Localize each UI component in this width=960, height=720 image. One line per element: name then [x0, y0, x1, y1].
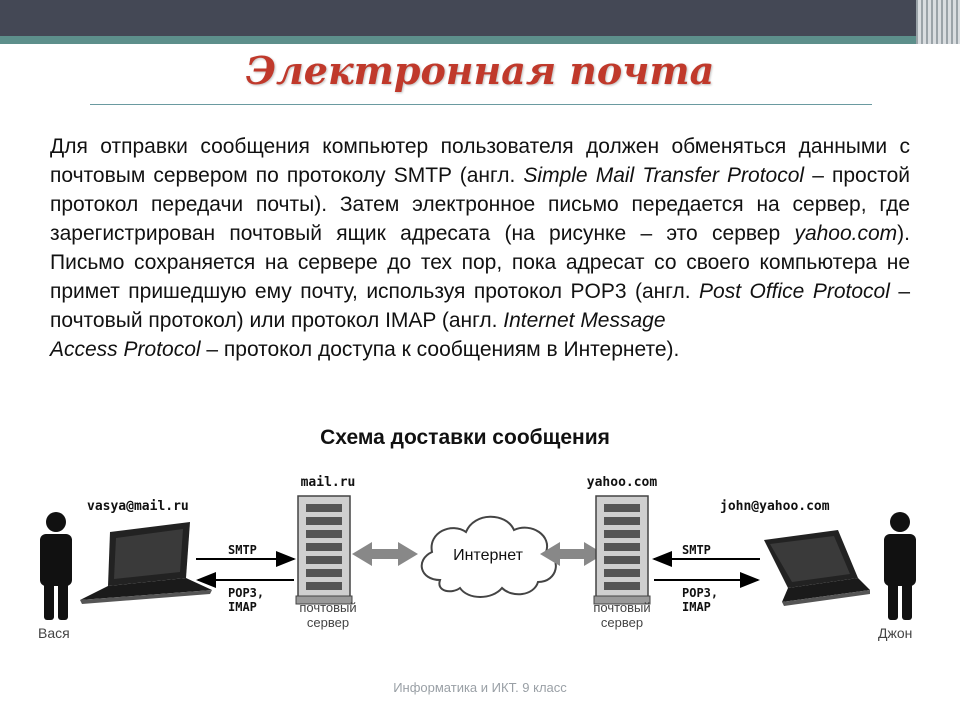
recipient-name: Джон: [878, 625, 912, 641]
sender-server-name: mail.ru: [301, 475, 356, 490]
paragraph-part-1: Для отправки сообщения компьютер пользов…: [50, 135, 910, 187]
imap-full-name-1: Internet Message: [503, 309, 666, 332]
imap-full-name-2: Access Protocol: [50, 338, 201, 361]
sender-server-label-1: почтовый: [299, 600, 356, 615]
recipient-server-name: yahoo.com: [587, 475, 658, 490]
paragraph-part-4: – почтовый протокол) или протокол IMAP (…: [50, 280, 910, 332]
imap-label-recipient: IMAP: [682, 600, 711, 614]
body-paragraph: Для отправки сообщения компьютер пользов…: [50, 132, 910, 364]
server-icon-recipient: [593, 495, 651, 605]
diagram-title: Схема доставки сообщения: [320, 426, 610, 449]
paragraph-part-3: ). Письмо сохраняется на сервере до тех …: [50, 222, 910, 303]
internet-label: Интернет: [453, 547, 523, 564]
paragraph-part-2: – простой протокол передачи почты). Зате…: [50, 164, 910, 245]
mail-delivery-diagram: Вася vasya@mail.ru SMTP POP3, IMAP mail.…: [38, 475, 916, 641]
laptop-icon-sender: [80, 522, 212, 604]
person-icon-recipient: [884, 512, 916, 620]
slide-footer: Информатика и ИКТ. 9 класс: [393, 680, 567, 695]
slide-top-bar: [0, 0, 960, 36]
network-arrow-left: [352, 542, 418, 566]
pop3-label-sender: POP3,: [228, 586, 264, 600]
server-icon-sender: [295, 495, 353, 605]
title-underline: [90, 104, 872, 105]
smtp-full-name: Simple Mail Transfer Protocol: [523, 164, 805, 187]
sender-server-label-2: сервер: [307, 615, 349, 630]
recipient-server-label-2: сервер: [601, 615, 643, 630]
network-arrow-right: [540, 542, 604, 566]
slide-top-accent: [0, 36, 960, 44]
recipient-server-label-1: почтовый: [593, 600, 650, 615]
paragraph-part-5: – протокол доступа к сообщениям в Интерн…: [200, 338, 680, 361]
yahoo-server-name: yahoo.com: [794, 222, 898, 245]
sender-email: vasya@mail.ru: [87, 499, 189, 514]
recipient-email: john@yahoo.com: [720, 499, 830, 514]
imap-label-sender: IMAP: [228, 600, 257, 614]
person-icon-sender: [40, 512, 72, 620]
pop3-label-recipient: POP3,: [682, 586, 718, 600]
pop-full-name: Post Office Protocol: [699, 280, 890, 303]
smtp-label-sender: SMTP: [228, 543, 257, 557]
sender-name: Вася: [38, 625, 70, 641]
laptop-icon-recipient: [764, 530, 870, 606]
smtp-label-recipient: SMTP: [682, 543, 711, 557]
slide-title: Электронная почта: [245, 48, 715, 93]
slide-corner-decoration: [916, 0, 960, 44]
